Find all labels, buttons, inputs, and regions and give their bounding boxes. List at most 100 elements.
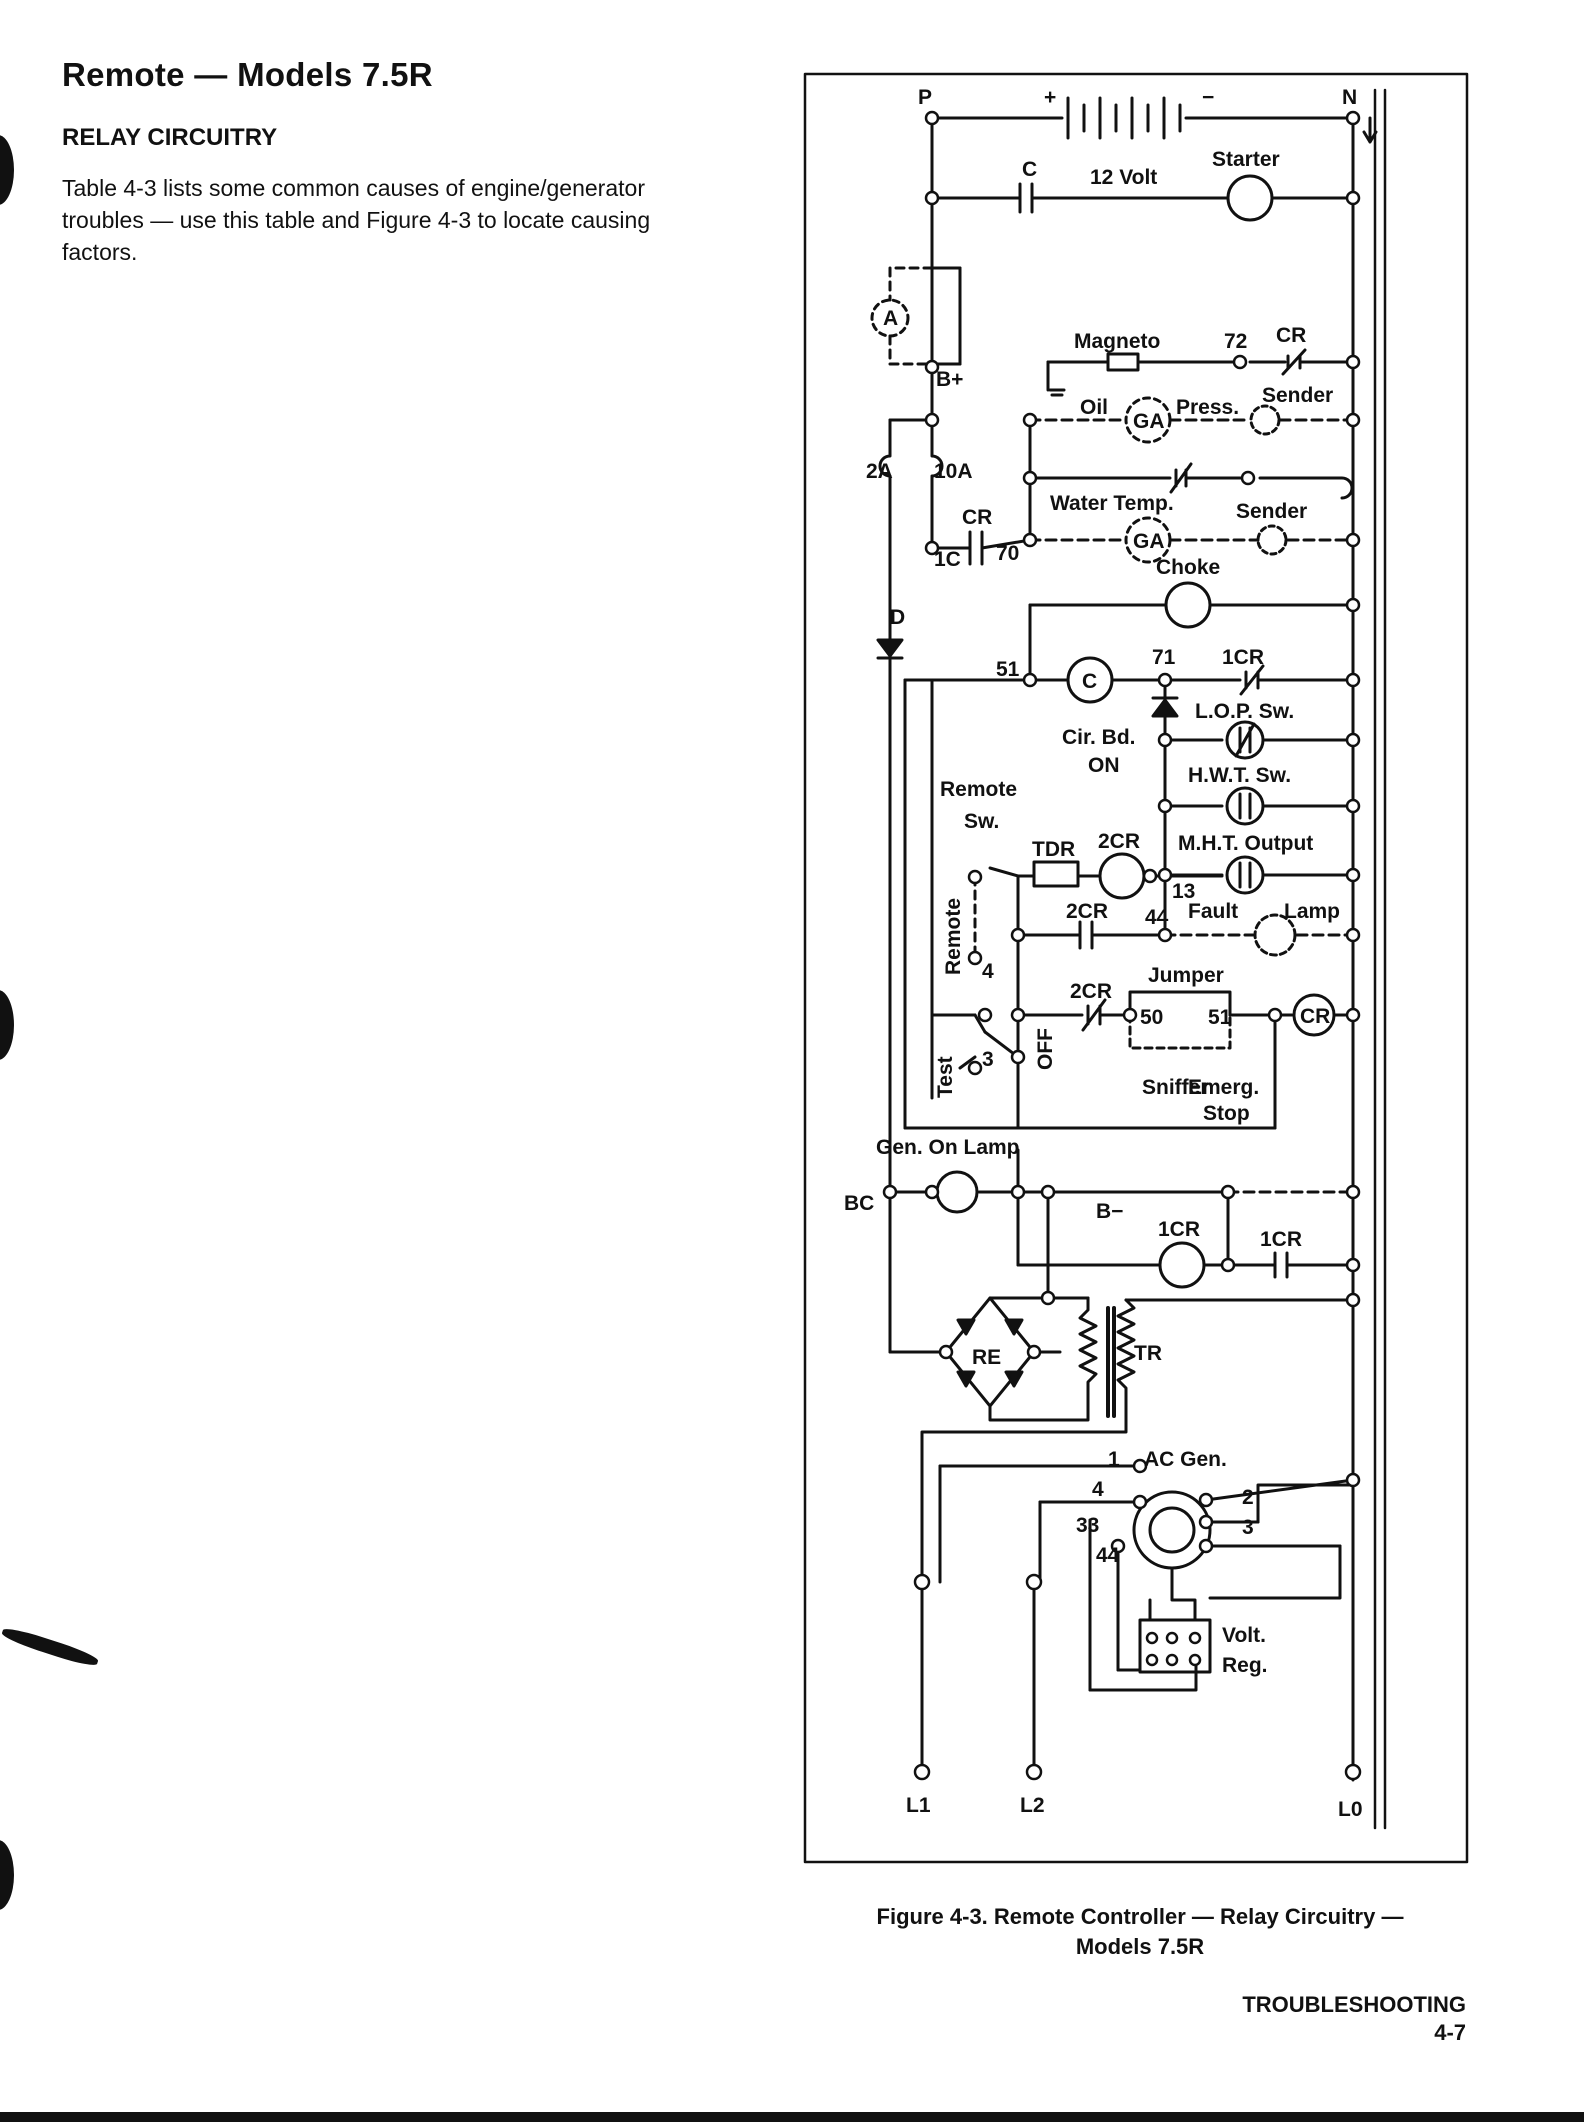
water-temp-row [1028,462,1355,564]
label-circuit-board: Cir. Bd. [1062,726,1136,749]
label-fault: Fault [1188,900,1238,923]
diode-d [876,638,904,1354]
label-gen-44: 44 [1096,1544,1120,1567]
label-gen-on-lamp: Gen. On Lamp [876,1136,1020,1159]
junction-dots [882,110,1362,1781]
magneto-row [1046,348,1355,397]
sensor-switches [1163,720,1355,895]
label-fuse-2a: 2A [866,460,893,483]
diagram-labels: P N + − C 12 Volt Starter A B+ Magneto 7… [844,86,1363,1821]
label-sender-2: Sender [1236,500,1307,523]
label-cr-top: CR [1276,324,1306,347]
label-3: 3 [982,1048,994,1071]
label-1c: 1C [934,548,961,571]
label-1cr-top: 1CR [1222,646,1264,669]
diagram-frame [803,72,1469,1864]
ac-generator [938,1464,1355,1692]
label-gen-1: 1 [1108,1448,1120,1471]
label-1cr-coil: 1CR [1158,1218,1200,1241]
label-stop: Stop [1203,1102,1250,1125]
label-oil: Oil [1080,396,1108,419]
label-reg: Reg. [1222,1654,1268,1677]
starter-branch [930,174,1355,222]
label-starter: Starter [1212,148,1280,171]
label-50: 50 [1140,1006,1163,1029]
battery [930,96,1355,140]
label-remote-sw: Remote [940,778,1017,801]
label-bc: BC [844,1192,874,1215]
label-n: N [1342,86,1357,109]
footer-section: TROUBLESHOOTING [1242,1992,1466,2017]
label-test: Test [934,1056,957,1098]
label-cr-mid: CR [962,506,992,529]
label-51b: 51 [1208,1006,1232,1029]
label-12-volt: 12 Volt [1090,166,1157,189]
label-70: 70 [996,542,1019,565]
margin-blot [0,135,14,205]
intro-paragraph: Table 4-3 lists some common causes of en… [62,172,742,268]
label-51: 51 [996,658,1020,681]
label-l2: L2 [1020,1794,1045,1817]
label-jumper: Jumper [1148,964,1224,987]
label-2cr-jumper: 2CR [1070,980,1112,1003]
right-rails [1351,88,1387,1830]
label-gen-33: 33 [1076,1514,1099,1537]
fuses [878,365,944,642]
label-b-plus: B+ [936,368,963,391]
label-remote-vertical: Remote [942,898,965,975]
footer-page-number: 4-7 [1434,2020,1466,2045]
label-gen-2: 2 [1242,1486,1254,1509]
label-ac-gen: AC Gen. [1144,1448,1227,1471]
intro-line: troubles — use this table and Figure 4-3… [62,207,651,233]
label-sniffer: Sniffer [1142,1076,1209,1099]
rectifier-transformer [888,1296,1355,1584]
label-b-minus: B− [1096,1200,1123,1223]
label-on: ON [1088,754,1120,777]
label-volt: Volt. [1222,1624,1266,1647]
label-lamp: Lamp [1284,900,1340,923]
label-p: P [918,86,932,109]
intro-line: Table 4-3 lists some common causes of en… [62,175,645,201]
label-4: 4 [982,960,994,983]
label-magneto: Magneto [1074,330,1160,353]
label-choke: Choke [1156,556,1220,579]
label-c: C [1022,158,1037,181]
label-rectifier: RE [972,1346,1001,1369]
output-leads [920,1298,1355,1774]
label-71: 71 [1152,646,1176,669]
label-gen-4: 4 [1092,1478,1104,1501]
caption-line: Figure 4-3. Remote Controller — Relay Ci… [876,1904,1404,1929]
label-c-coil: C [1082,670,1097,693]
gen-on-lamp-row [888,1148,1355,1300]
label-plus: + [1044,86,1056,109]
label-water-temp: Water Temp. [1050,492,1174,515]
label-l0: L0 [1338,1798,1363,1821]
ammeter [870,266,962,366]
label-gauge-2: GA [1133,530,1165,553]
caption-line: Models 7.5R [1075,1934,1205,1959]
section-subheading: RELAY CIRCUITRY [62,124,278,151]
label-press: Press. [1176,396,1239,419]
label-cr-coil: CR [1300,1005,1330,1028]
label-ammeter: A [883,307,898,330]
label-transformer: TR [1134,1342,1162,1365]
page-heading: Remote — Models 7.5R [62,56,433,93]
figure-caption: Figure 4-3. Remote Controller — Relay Ci… [790,1902,1490,1962]
label-lop-switch: L.O.P. Sw. [1195,700,1294,723]
label-13: 13 [1172,880,1195,903]
intro-line: factors. [62,239,138,265]
label-sw: Sw. [964,810,999,833]
margin-blot [0,1840,14,1910]
label-72: 72 [1224,330,1247,353]
label-l1: L1 [906,1794,931,1817]
label-44: 44 [1145,906,1169,929]
label-off: OFF [1034,1028,1057,1070]
label-minus: − [1202,86,1214,109]
label-diode-d: D [890,606,905,629]
bottom-bar [0,2112,1584,2122]
label-mht-output: M.H.T. Output [1178,832,1313,855]
choke [1028,581,1355,682]
label-tdr: TDR [1032,838,1075,861]
label-1cr-contact: 1CR [1260,1228,1302,1251]
